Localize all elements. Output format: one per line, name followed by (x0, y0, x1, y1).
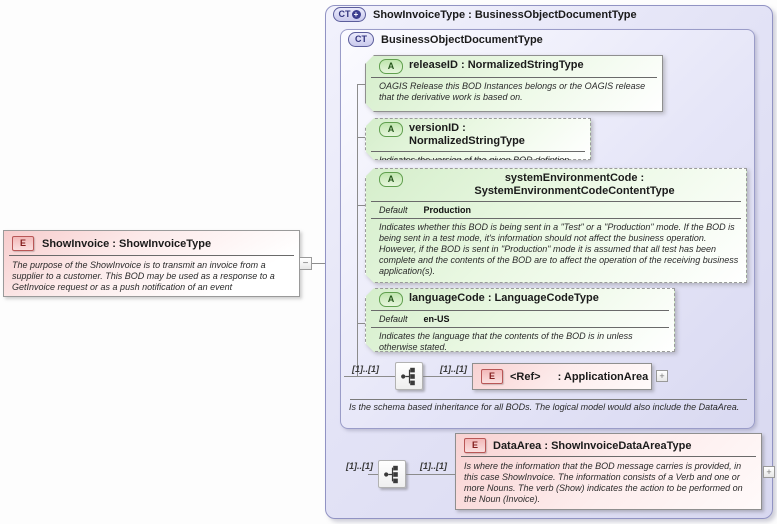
element-title: : ApplicationArea (557, 370, 649, 383)
attribute-systemenvironmentcode[interactable]: A systemEnvironmentCode : SystemEnvironm… (365, 168, 747, 283)
attribute-annotation: Indicates the language that the contents… (379, 331, 633, 352)
divider (371, 218, 741, 219)
connector-line (358, 323, 366, 324)
plus-icon: + (659, 370, 665, 381)
attribute-annotation: OAGIS Release this BOD Instances belongs… (379, 81, 646, 102)
default-value: Production (423, 205, 472, 215)
attribute-icon: A (379, 292, 403, 307)
sequence-glyph (400, 367, 415, 385)
attribute-icon: A (379, 122, 403, 137)
connector-line (312, 263, 327, 264)
element-title: DataArea : ShowInvoiceDataAreaType (493, 439, 692, 452)
ref-label: <Ref> (510, 370, 541, 383)
plus-badge-icon: + (351, 10, 361, 19)
element-annotation: The purpose of the ShowInvoice is to tra… (12, 260, 275, 292)
cardinality-label: [1]..[1] (420, 461, 447, 471)
cardinality-label: [1]..[1] (352, 364, 379, 374)
connector-line (368, 474, 378, 475)
connector-line (423, 376, 472, 377)
connector-line (406, 474, 455, 475)
element-icon: E (464, 438, 486, 453)
attribute-versionid[interactable]: A versionID : NormalizedStringType Indic… (365, 118, 591, 160)
default-value: en-US (423, 314, 450, 324)
divider (9, 255, 294, 256)
connector-line (357, 84, 358, 376)
attribute-annotation: Indicates whether this BOD is being sent… (379, 222, 739, 276)
attribute-title: versionID : NormalizedStringType (409, 122, 525, 147)
minus-icon: − (302, 257, 309, 269)
attribute-languagecode[interactable]: A languageCode : LanguageCodeType Defaul… (365, 288, 675, 352)
ct-plus-icon: CT + (333, 7, 366, 22)
divider (371, 77, 657, 78)
default-label: Default (379, 205, 408, 215)
attribute-icon: A (379, 59, 403, 74)
attribute-title: systemEnvironmentCode : SystemEnvironmen… (474, 172, 675, 197)
divider (350, 399, 747, 400)
divider (371, 151, 585, 152)
default-label: Default (379, 314, 408, 324)
sequence-compositor-icon[interactable] (395, 362, 423, 390)
divider (371, 327, 669, 328)
divider (371, 201, 741, 202)
expand-toggle[interactable]: + (763, 466, 775, 478)
outer-type-header[interactable]: CT + ShowInvoiceType : BusinessObjectDoc… (333, 7, 637, 22)
sequence-compositor-icon[interactable] (378, 460, 406, 488)
element-dataarea[interactable]: E DataArea : ShowInvoiceDataAreaType Is … (455, 433, 762, 510)
attribute-title: releaseID : NormalizedStringType (409, 59, 584, 71)
element-icon: E (12, 236, 34, 251)
base-type-title: BusinessObjectDocumentType (381, 33, 543, 46)
divider (371, 310, 669, 311)
cardinality-label: [1]..[1] (440, 364, 467, 374)
collapse-toggle[interactable]: − (299, 257, 312, 270)
element-title: ShowInvoice : ShowInvoiceType (42, 237, 212, 250)
ct-icon-label: CT (338, 9, 351, 19)
expand-toggle[interactable]: + (656, 370, 668, 382)
connector-line (358, 137, 366, 138)
element-icon: E (481, 369, 503, 384)
divider (461, 456, 756, 457)
element-annotation: Is where the information that the BOD me… (464, 461, 743, 504)
connector-line (344, 376, 395, 377)
ct-icon-label: CT (355, 34, 367, 44)
attribute-title: languageCode : LanguageCodeType (409, 292, 599, 304)
attribute-releaseid[interactable]: A releaseID : NormalizedStringType OAGIS… (365, 55, 663, 112)
ct-icon: CT (348, 32, 374, 47)
element-showinvoice[interactable]: E ShowInvoice : ShowInvoiceType The purp… (3, 230, 300, 297)
outer-type-title: ShowInvoiceType : BusinessObjectDocument… (373, 8, 637, 21)
base-type-header[interactable]: CT BusinessObjectDocumentType (348, 32, 543, 47)
basetype-annotation: Is the schema based inheritance for all … (349, 402, 740, 412)
cardinality-label: [1]..[1] (346, 461, 373, 471)
attribute-icon: A (379, 172, 403, 187)
connector-line (358, 84, 366, 85)
sequence-glyph (383, 465, 398, 483)
connector-line (358, 205, 366, 206)
element-applicationarea[interactable]: E <Ref> : ApplicationArea (472, 363, 652, 390)
plus-icon: + (766, 466, 772, 477)
